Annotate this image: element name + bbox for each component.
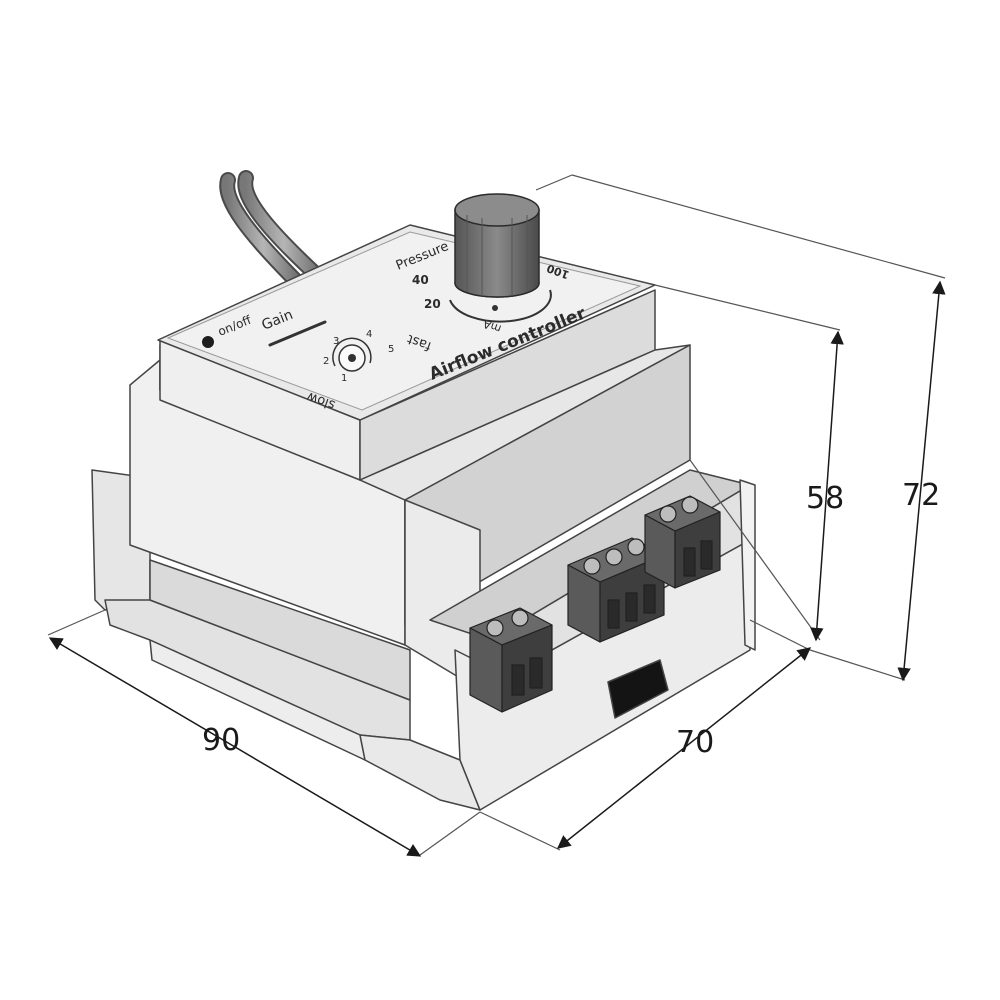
dim-90-line [48, 637, 422, 857]
gain-scale-1: 1 [341, 373, 347, 384]
unit-label: mA [481, 317, 503, 336]
knob-icon [454, 193, 540, 298]
dim-label-height-body: 58 [806, 481, 844, 516]
dimension-lines [47, 174, 946, 856]
pressure-scale-dot [492, 305, 498, 311]
gain-scale-5: 5 [388, 344, 394, 355]
gain-bar [268, 320, 327, 347]
dim-label-width: 90 [202, 723, 240, 758]
dim-label-height-total: 72 [902, 478, 940, 513]
gain-scale-4: 4 [366, 329, 372, 340]
pressure-scale-arc [449, 289, 552, 323]
dim-72-line [897, 280, 946, 682]
dimension-arrows [48, 280, 946, 857]
dim-label-depth: 70 [676, 725, 714, 760]
pressure-scale-20: 20 [424, 297, 441, 311]
pressure-scale-40: 40 [412, 273, 429, 287]
gain-scale-2: 2 [323, 356, 329, 367]
housing [129, 289, 691, 691]
dim-58-line [810, 330, 844, 642]
screw-terminal-icon [469, 495, 721, 713]
gain-scale-3: 3 [333, 336, 339, 347]
led-indicator-icon [202, 336, 214, 348]
cables [219, 170, 330, 293]
dim-70-line [556, 647, 812, 849]
rotary-dial-icon [332, 337, 372, 372]
